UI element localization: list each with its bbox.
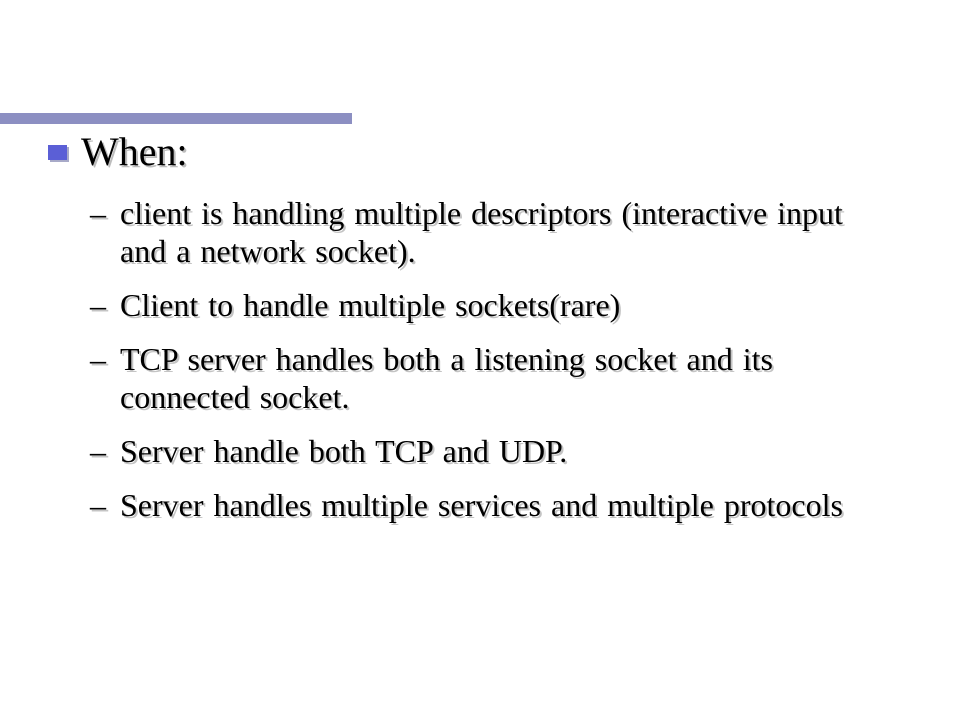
dash-icon: – [90, 341, 106, 377]
sub-bullet-item: – TCP server handles both a listening so… [90, 340, 880, 416]
dash-icon: – [90, 195, 106, 231]
sub-bullet-text: Server handle both TCP and UDP. [120, 433, 568, 469]
dash-icon: – [90, 487, 106, 523]
sub-bullet-item: – client is handling multiple descriptor… [90, 194, 880, 270]
sub-bullet-list: – client is handling multiple descriptor… [90, 194, 880, 540]
square-bullet-icon [48, 145, 67, 160]
dash-icon: – [90, 287, 106, 323]
accent-bar [0, 113, 352, 124]
sub-bullet-item: – Client to handle multiple sockets(rare… [90, 286, 880, 324]
sub-bullet-text: client is handling multiple descriptors … [120, 195, 843, 269]
sub-bullet-text: Server handles multiple services and mul… [120, 487, 843, 523]
sub-bullet-item: – Server handle both TCP and UDP. [90, 432, 880, 470]
bullet-heading: When: [81, 129, 188, 174]
dash-icon: – [90, 433, 106, 469]
sub-bullet-text: TCP server handles both a listening sock… [120, 341, 773, 415]
sub-bullet-text: Client to handle multiple sockets(rare) [120, 287, 621, 323]
sub-bullet-item: – Server handles multiple services and m… [90, 486, 880, 524]
